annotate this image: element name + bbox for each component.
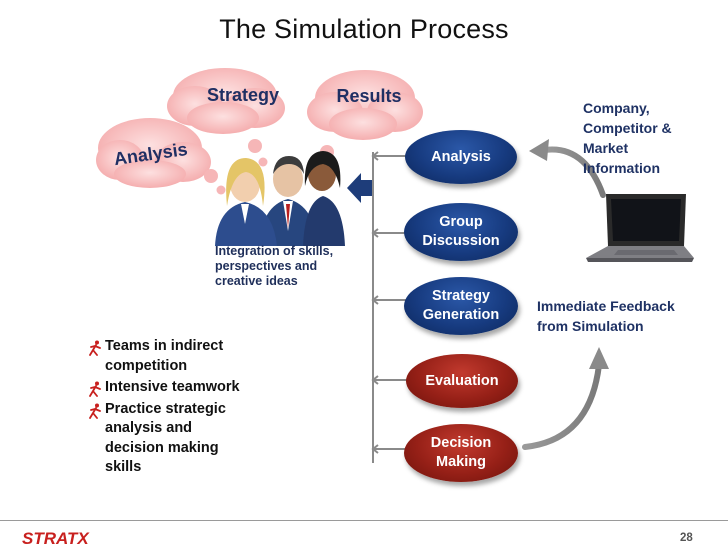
process-step-label: Evaluation (425, 372, 499, 389)
people-caption: Integration of skills, perspectives and … (215, 244, 334, 288)
bullet-item: Practice strategic analysis and decision… (88, 400, 288, 478)
strategy-cloud: Strategy (167, 68, 285, 167)
info-arrow-head-icon (529, 139, 549, 161)
bullet-item: Intensive teamwork (88, 378, 288, 398)
running-man-bullet-icon (89, 403, 101, 419)
process-step-label: Decision Making (430, 435, 492, 470)
stratx-logo: STRATX (22, 529, 90, 548)
process-step-analysis: Analysis (405, 130, 517, 184)
feedback-arrow-head-icon (589, 347, 609, 369)
strategy-cloud-label: Strategy (207, 85, 279, 105)
laptop-icon (586, 194, 694, 262)
curved-arrows-graphic (522, 139, 609, 450)
logo-text: STRATX (22, 529, 90, 548)
page-number: 28 (680, 532, 693, 544)
left-arrow-icon (347, 173, 373, 203)
feedback-flow-arrow (522, 362, 602, 450)
bullet-item: Teams in indirect competition (88, 337, 288, 376)
results-cloud: Results (307, 70, 423, 173)
thought-clouds-graphic: Strategy Results Analysis (96, 68, 423, 246)
team-people-icon (215, 151, 345, 246)
benefit-bullet-list: Teams in indirect competition Intensive … (88, 337, 288, 480)
running-man-bullet-icon (89, 340, 101, 356)
results-cloud-label: Results (336, 86, 401, 106)
slide-title: The Simulation Process (219, 14, 509, 44)
running-man-bullet-icon (89, 381, 101, 397)
market-information-text: Company, Competitor & Market Information (583, 100, 672, 176)
info-flow-arrow (542, 146, 606, 198)
process-step-label: Analysis (431, 148, 491, 165)
process-step-label: Group Discussion (422, 214, 500, 249)
analysis-cloud: Analysis (96, 118, 226, 195)
feedback-text: Immediate Feedback from Simulation (537, 298, 675, 334)
process-step-label: Strategy Generation (422, 288, 500, 323)
footer-divider (0, 520, 728, 521)
process-step-evaluation: Evaluation (406, 354, 518, 408)
process-step-group-discussion: Group Discussion (404, 203, 518, 261)
process-bracket-connector (371, 151, 408, 463)
process-step-decision-making: Decision Making (404, 424, 518, 482)
process-step-strategy-generation: Strategy Generation (404, 277, 518, 335)
